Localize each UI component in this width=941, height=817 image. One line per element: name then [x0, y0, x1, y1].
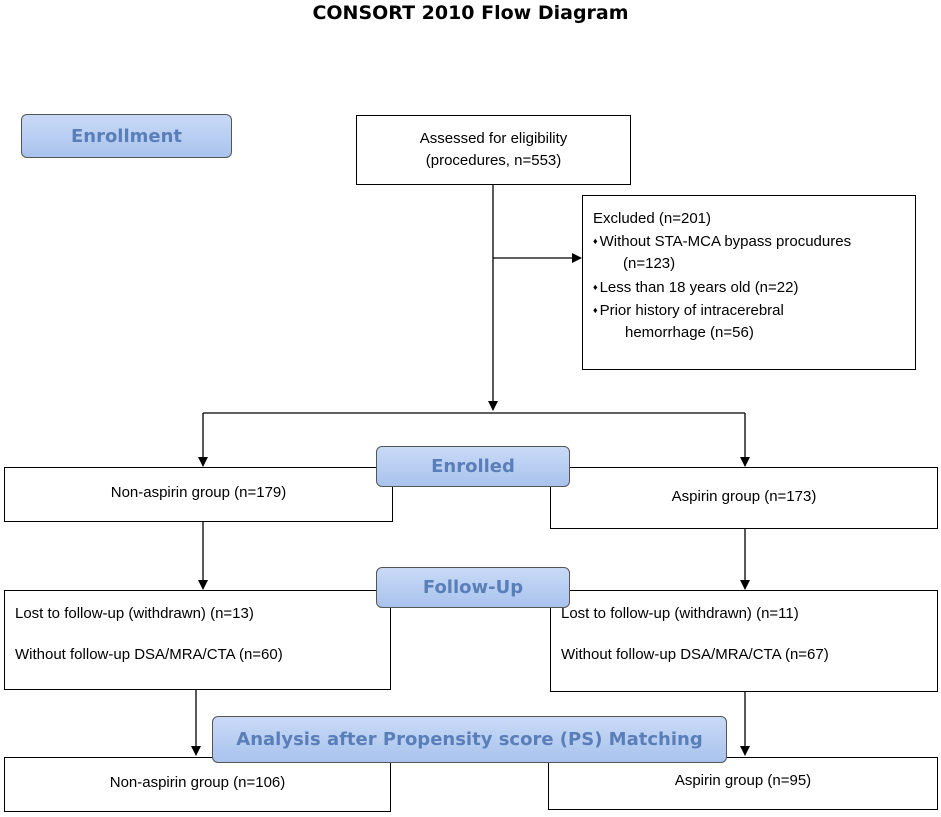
excluded-box: Excluded (n=201) ♦Without STA-MCA bypass… — [582, 195, 916, 370]
excluded-item-3-count: hemorrhage (n=56) — [625, 324, 754, 341]
aspirin-without-followup: Without follow-up DSA/MRA/CTA (n=67) — [561, 646, 829, 663]
aspirin-analysis-box: Aspirin group (n=95) — [548, 757, 938, 810]
assessed-line2: (procedures, n=553) — [425, 152, 562, 169]
excluded-item-3: ♦Prior history of intracerebral — [593, 302, 784, 319]
diagram-title: CONSORT 2010 Flow Diagram — [312, 2, 629, 24]
bullet-icon: ♦ — [593, 305, 598, 315]
aspirin-allocation-label: Aspirin group (n=173) — [671, 488, 817, 505]
stage-analysis: Analysis after Propensity score (PS) Mat… — [212, 716, 727, 763]
non-aspirin-followup-box: Lost to follow-up (withdrawn) (n=13) Wit… — [4, 590, 391, 690]
bullet-icon: ♦ — [593, 236, 598, 246]
excluded-item-1: ♦Without STA-MCA bypass procudures — [593, 233, 852, 250]
aspirin-allocation-box: Aspirin group (n=173) — [550, 467, 938, 529]
stage-enrolled: Enrolled — [376, 446, 570, 487]
non-aspirin-without-followup: Without follow-up DSA/MRA/CTA (n=60) — [15, 646, 283, 663]
aspirin-followup-box: Lost to follow-up (withdrawn) (n=11) Wit… — [550, 590, 938, 692]
non-aspirin-analysis-label: Non-aspirin group (n=106) — [109, 774, 286, 791]
aspirin-analysis-label: Aspirin group (n=95) — [674, 772, 812, 789]
bullet-icon: ♦ — [593, 282, 598, 292]
assessed-line1: Assessed for eligibility — [419, 130, 568, 147]
excluded-item-2: ♦Less than 18 years old (n=22) — [593, 279, 799, 296]
non-aspirin-analysis-box: Non-aspirin group (n=106) — [4, 757, 391, 812]
stage-follow-up-label: Follow-Up — [422, 577, 524, 598]
stage-enrollment: Enrollment — [21, 114, 232, 158]
aspirin-lost-to-followup: Lost to follow-up (withdrawn) (n=11) — [561, 605, 799, 622]
stage-enrolled-label: Enrolled — [431, 456, 515, 477]
stage-analysis-label: Analysis after Propensity score (PS) Mat… — [236, 729, 703, 750]
non-aspirin-allocation-label: Non-aspirin group (n=179) — [110, 484, 287, 501]
assessed-box: Assessed for eligibility (procedures, n=… — [356, 115, 631, 185]
non-aspirin-allocation-box: Non-aspirin group (n=179) — [4, 467, 393, 522]
stage-enrollment-label: Enrollment — [70, 125, 183, 147]
non-aspirin-lost-to-followup: Lost to follow-up (withdrawn) (n=13) — [15, 605, 254, 622]
excluded-header: Excluded (n=201) — [593, 210, 711, 227]
excluded-item-1-count: (n=123) — [623, 255, 676, 272]
stage-follow-up: Follow-Up — [376, 567, 570, 608]
